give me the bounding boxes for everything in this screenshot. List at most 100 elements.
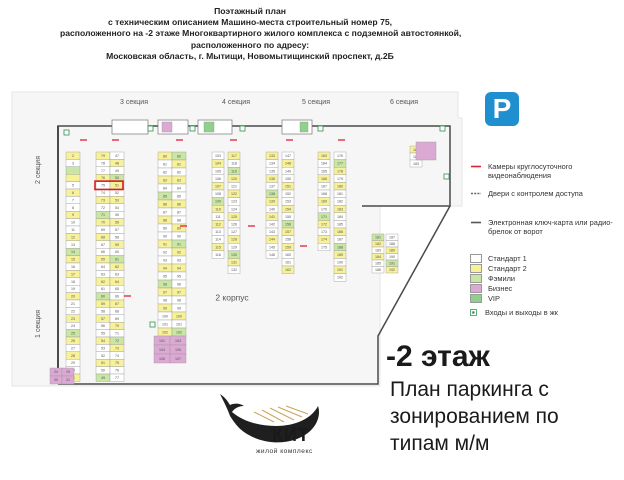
space-number: 11	[71, 228, 75, 232]
top-room	[111, 119, 149, 135]
space-number: 185	[375, 262, 381, 266]
section-label: 4 секция	[222, 99, 250, 106]
section-label: 2 секция	[35, 156, 42, 184]
space-number: 16	[71, 265, 75, 269]
space-number: 136	[269, 177, 275, 181]
space-number: 120	[231, 177, 237, 181]
space-number: 153	[285, 200, 291, 204]
entrance-icon	[149, 321, 156, 328]
space-number: 61	[115, 258, 119, 262]
space-number: 129	[231, 245, 237, 249]
space-number: 13	[71, 243, 75, 247]
space-number: 28	[71, 354, 75, 358]
space-number: 9	[72, 213, 74, 217]
space-number: 62	[115, 265, 119, 269]
logo-subtitle: жилой комплекс	[256, 448, 313, 455]
parking-space	[385, 266, 399, 274]
space-number: 73	[115, 346, 119, 350]
section-label: 1 секция	[35, 310, 42, 338]
space-number: 139	[269, 200, 275, 204]
space-number: 72	[101, 206, 105, 210]
space-number: 101	[176, 322, 182, 326]
space-number: 93	[177, 258, 181, 262]
space-number: 98	[177, 298, 181, 302]
space-number: 89	[163, 226, 167, 230]
space-number: 161	[285, 260, 291, 264]
space-number: 181	[337, 192, 343, 196]
parking-space	[281, 265, 295, 274]
space-number: 84	[177, 186, 181, 190]
space-number: 164	[321, 162, 327, 166]
space-number: 78	[101, 161, 105, 165]
space-number: 60	[115, 250, 119, 254]
space-number: 101	[159, 339, 165, 343]
space-number: 95	[163, 274, 167, 278]
space-number: 183	[337, 207, 343, 211]
space-number: 112	[215, 222, 221, 226]
space-number: 80	[163, 154, 167, 158]
space-number: 82	[163, 170, 167, 174]
space-number: 95	[177, 274, 181, 278]
space-number: 24	[54, 370, 58, 374]
header-line-2: с техническим описанием Машино-места стр…	[107, 17, 393, 28]
space-number: 190	[337, 260, 343, 264]
parking-space	[415, 141, 437, 161]
space-number: 135	[269, 169, 275, 173]
space-number: 80	[177, 154, 181, 158]
space-number: 184	[337, 215, 343, 219]
space-number: 90	[163, 234, 167, 238]
space-number: 69	[101, 228, 105, 232]
space-number: 102	[176, 330, 182, 334]
space-number: 134	[269, 162, 275, 166]
space-number: 48	[115, 161, 119, 165]
legend-camera: Камеры круглосуточного видеонаблюдения	[470, 162, 608, 180]
space-number: 152	[285, 192, 291, 196]
space-number: 52	[115, 191, 119, 195]
space-number: 131	[231, 260, 237, 264]
space-number: 155	[285, 215, 291, 219]
space-number: 56	[115, 221, 119, 225]
space-number: 173	[321, 230, 327, 234]
space-number: 109	[215, 200, 221, 204]
space-number: 19	[71, 287, 75, 291]
space-number: 72	[115, 339, 119, 343]
space-number: 101	[162, 322, 168, 326]
space-number: 83	[177, 178, 181, 182]
parking-space	[299, 121, 309, 133]
entrance-icon	[470, 309, 477, 316]
legend-entrances: Входы и выходы в жк	[470, 308, 558, 317]
space-number: 192	[337, 276, 343, 280]
space-number: 190	[389, 255, 395, 259]
space-number: 140	[269, 207, 275, 211]
space-number: 124	[231, 207, 237, 211]
space-number: 53	[101, 346, 105, 350]
space-number: 96	[163, 282, 167, 286]
space-number: 97	[177, 290, 181, 294]
section-label: 3 секция	[120, 99, 148, 106]
space-number: 150	[285, 177, 291, 181]
space-number: 96	[177, 282, 181, 286]
space-number: 179	[337, 177, 343, 181]
space-number: 175	[321, 245, 327, 249]
space-number: 92	[177, 250, 181, 254]
space-number: 84	[163, 186, 167, 190]
space-number: 63	[101, 272, 105, 276]
space-number: 146	[269, 253, 275, 257]
space-number: 30	[54, 378, 58, 382]
space-number: 165	[321, 169, 327, 173]
space-number: 61	[101, 287, 105, 291]
space-number: 58	[101, 309, 105, 313]
space-number: 182	[375, 242, 381, 246]
space-number: 91	[177, 242, 181, 246]
subtitle-line-3: типам м/м	[390, 432, 490, 455]
space-number: 125	[231, 215, 237, 219]
space-number: 52	[101, 354, 105, 358]
space-number: 168	[321, 192, 327, 196]
space-number: 17	[71, 272, 75, 276]
legend-type-vip: VIP	[470, 294, 500, 303]
space-number: 94	[163, 266, 167, 270]
space-number: 192	[389, 268, 395, 272]
swatch-icon	[470, 294, 482, 303]
space-number: 104	[215, 162, 221, 166]
space-number: 178	[337, 169, 343, 173]
